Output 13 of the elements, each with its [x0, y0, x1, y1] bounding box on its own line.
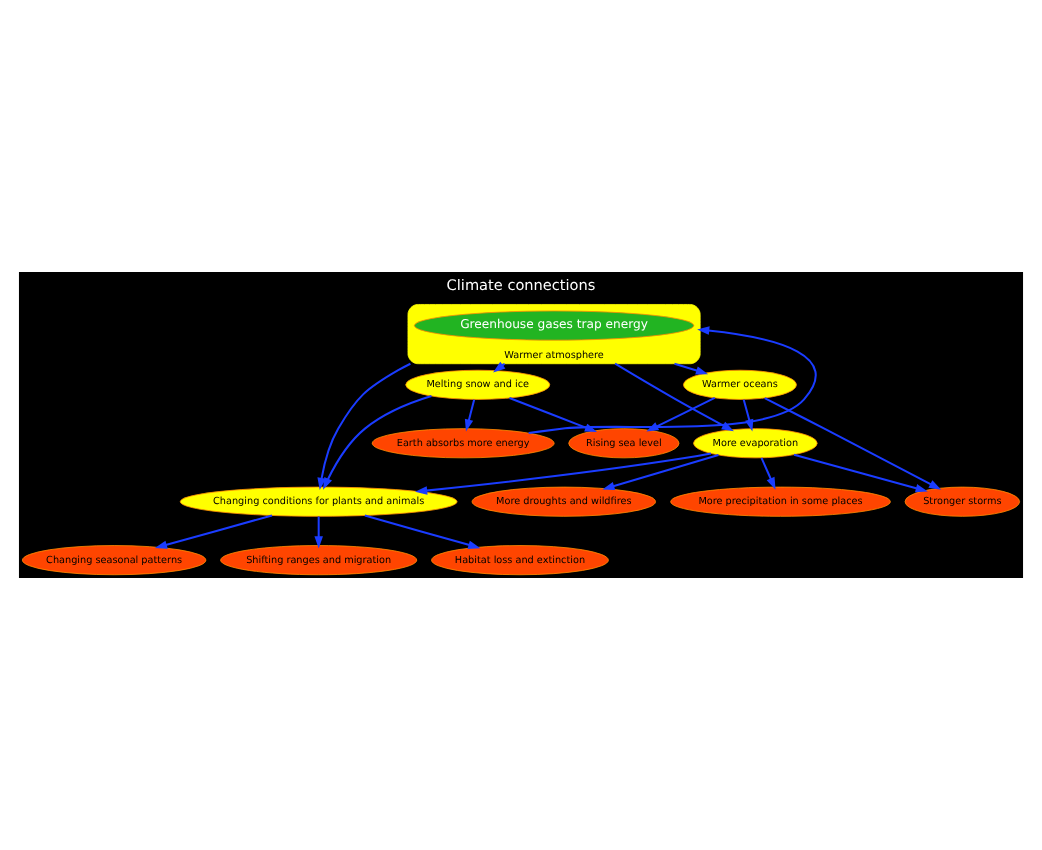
arrow [793, 453, 928, 493]
arrow [317, 362, 411, 491]
arrow [364, 514, 481, 549]
arrow [154, 514, 273, 549]
arrow [415, 452, 712, 495]
arrow [314, 516, 323, 549]
arrow [674, 362, 709, 375]
arrow [764, 397, 942, 490]
arrow [323, 395, 432, 490]
arrow [602, 454, 719, 491]
arrow [464, 399, 476, 432]
arrow [760, 457, 776, 490]
arrow [509, 397, 598, 433]
